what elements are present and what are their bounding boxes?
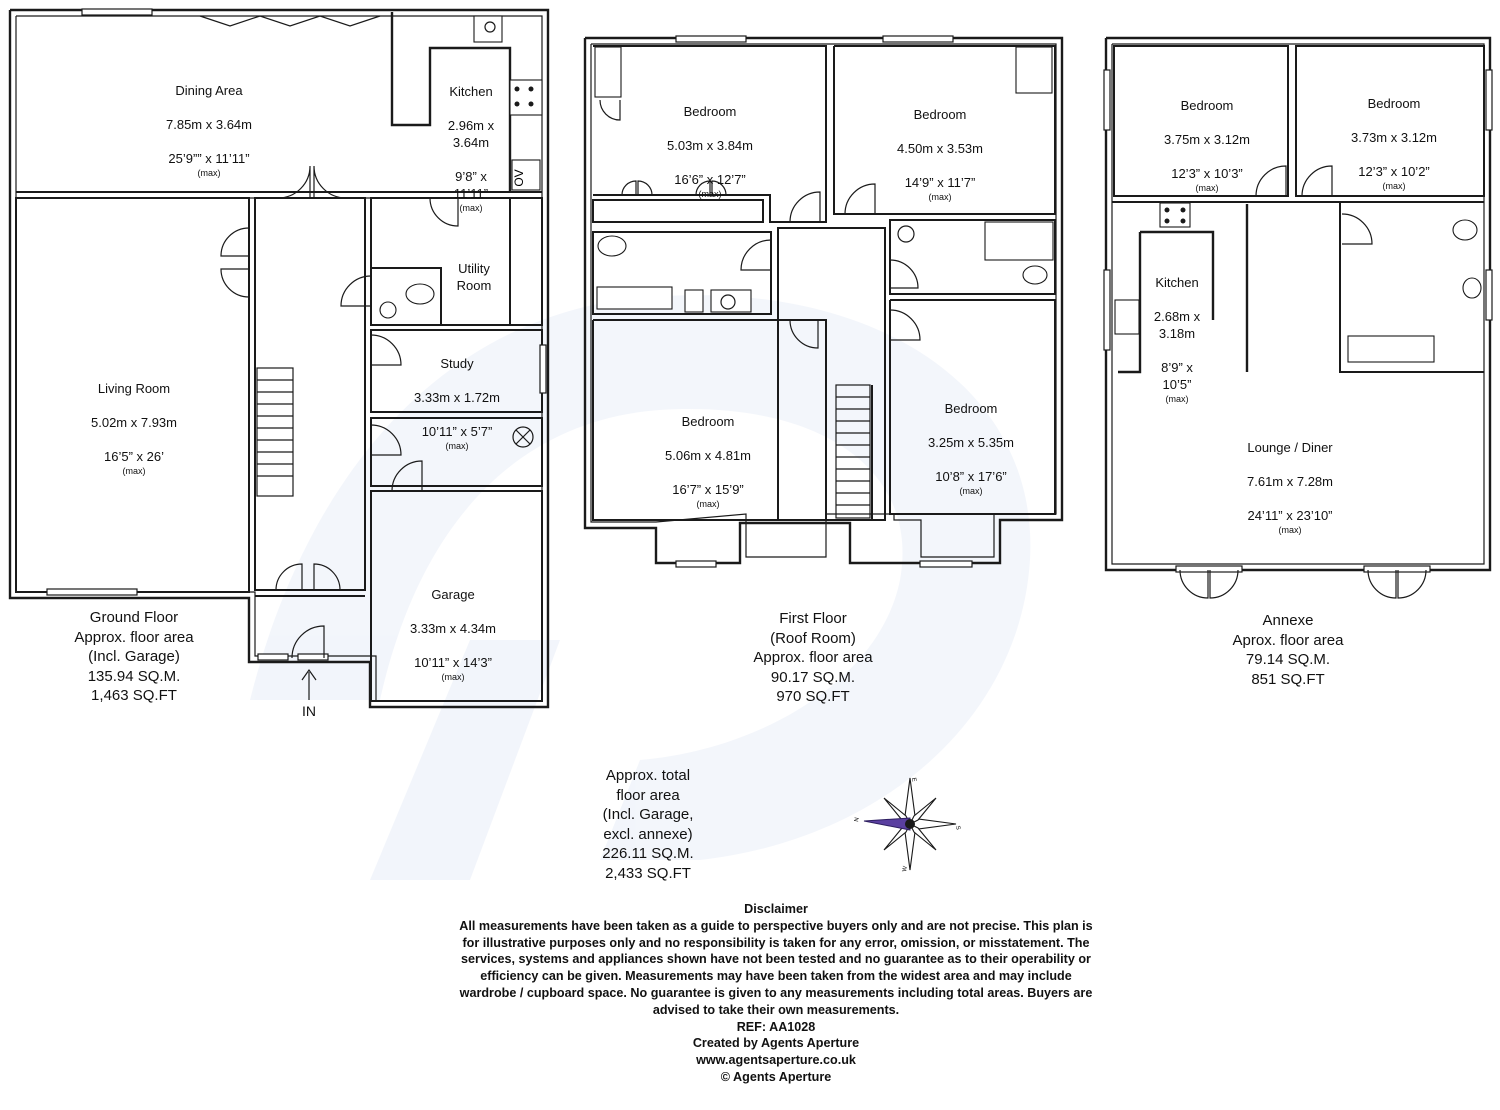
room-label-utility: Utility Room: [457, 243, 492, 294]
ground-stairs: [256, 367, 294, 497]
room-imperial: 25’9”” x 11’11”: [168, 151, 250, 166]
room-label-living: Living Room 5.02m x 7.93m 16’5” x 26’ (m…: [91, 363, 177, 494]
room-imperial: 16’6” x 12’7”: [674, 172, 746, 187]
room-metric: 5.02m x 7.93m: [91, 415, 177, 430]
first-floor-plan: [583, 35, 1064, 568]
room-label-kitchen: Kitchen 2.96m x 3.64m 9’8” x 11’11” (max…: [448, 66, 494, 231]
room-label-lounge-diner: Lounge / Diner 7.61m x 7.28m 24’11” x 23…: [1247, 422, 1333, 553]
room-max-note: (max): [197, 168, 221, 178]
room-max-note: (max): [959, 486, 983, 496]
room-label-study: Study 3.33m x 1.72m 10’11” x 5’7” (max): [414, 338, 500, 469]
room-metric: 4.50m x 3.53m: [897, 141, 983, 156]
room-imperial: 8’9” x 10’5”: [1161, 360, 1193, 392]
compass-n: N: [854, 817, 861, 822]
room-label-bedroom-4: Bedroom 3.25m x 5.35m 10’8” x 17’6” (max…: [928, 383, 1014, 514]
room-max-note: (max): [1278, 525, 1302, 535]
total-floor-area: Approx. total floor area (Incl. Garage, …: [602, 767, 694, 882]
room-max-note: (max): [122, 466, 146, 476]
creator-credit: Created by Agents Aperture: [692, 1036, 860, 1051]
room-metric: 5.03m x 3.84m: [667, 138, 753, 153]
room-max-note: (max): [1382, 181, 1406, 191]
room-metric: 7.61m x 7.28m: [1247, 474, 1333, 489]
room-max-note: (max): [698, 189, 722, 199]
compass-s: S: [954, 825, 961, 830]
room-name: Bedroom: [1367, 96, 1421, 111]
room-metric: 3.73m x 3.12m: [1351, 130, 1437, 145]
disclaimer-line: efficiency can be given. Measurements ma…: [480, 969, 1072, 984]
room-metric: 5.06m x 4.81m: [665, 448, 751, 463]
room-imperial: 10’11” x 5’7”: [421, 424, 493, 439]
room-max-note: (max): [696, 499, 720, 509]
room-metric: 3.75m x 3.12m: [1164, 132, 1250, 147]
room-imperial: 10’11” x 14’3”: [414, 655, 492, 670]
room-imperial: 10’8” x 17’6”: [935, 469, 1007, 484]
room-name: Garage: [431, 587, 475, 602]
room-metric: 3.33m x 4.34m: [410, 621, 496, 636]
room-max-note: (max): [1195, 183, 1219, 193]
room-name: Living Room: [97, 381, 171, 396]
disclaimer-line: for illustrative purposes only and no re…: [462, 935, 1090, 950]
disclaimer-title: Disclaimer: [744, 902, 808, 916]
oven-label: OV: [512, 169, 526, 186]
room-name: Study: [440, 356, 474, 371]
room-name: Bedroom: [1180, 98, 1234, 113]
disclaimer-block: Disclaimer All measurements have been ta…: [400, 901, 1152, 1086]
annexe-summary: Annexe Aprox. floor area 79.14 SQ.M. 851…: [1232, 612, 1344, 688]
annexe-plan: [1103, 36, 1493, 599]
room-imperial: 16’5” x 26’: [104, 449, 164, 464]
room-name: Bedroom: [681, 414, 735, 429]
room-imperial: 14’9” x 11’7”: [904, 175, 976, 190]
disclaimer-line: wardrobe / cupboard space. No guarantee …: [459, 985, 1093, 1000]
room-label-dining: Dining Area 7.85m x 3.64m 25’9”” x 11’11…: [166, 65, 252, 196]
room-label-annexe-bedroom-2: Bedroom 3.73m x 3.12m 12’3” x 10’2” (max…: [1351, 78, 1437, 209]
reference-number: REF: AA1028: [736, 1019, 816, 1034]
room-max-note: (max): [1165, 394, 1189, 404]
first-stairs: [835, 384, 886, 520]
compass-rose: N E S W: [854, 777, 961, 872]
room-metric: 2.68m x 3.18m: [1153, 309, 1201, 341]
room-imperial: 12’3” x 10’3”: [1171, 166, 1243, 181]
compass-w: W: [902, 865, 909, 872]
room-metric: 2.96m x 3.64m: [447, 118, 495, 150]
room-imperial: 16’7” x 15’9”: [672, 482, 744, 497]
compass-e: E: [910, 777, 917, 782]
room-label-bedroom-2: Bedroom 4.50m x 3.53m 14’9” x 11’7” (max…: [897, 89, 983, 220]
room-imperial: 9’8” x 11’11”: [453, 169, 489, 201]
room-imperial: 24’11” x 23’10”: [1247, 508, 1333, 523]
ground-floor-summary: Ground Floor Approx. floor area (Incl. G…: [74, 609, 194, 704]
first-floor-summary: First Floor (Roof Room) Approx. floor ar…: [753, 610, 873, 705]
disclaimer-line: advised to take their own measurements.: [652, 1002, 900, 1017]
room-name: Dining Area: [175, 83, 243, 98]
room-max-note: (max): [441, 672, 465, 682]
room-name: Lounge / Diner: [1247, 440, 1333, 455]
room-name: Kitchen: [449, 84, 493, 99]
room-label-bedroom-1: Bedroom 5.03m x 3.84m 16’6” x 12’7” (max…: [667, 86, 753, 217]
room-name: Kitchen: [1155, 275, 1199, 290]
room-label-bedroom-3: Bedroom 5.06m x 4.81m 16’7” x 15’9” (max…: [665, 396, 751, 527]
room-metric: 3.25m x 5.35m: [928, 435, 1014, 450]
room-max-note: (max): [459, 203, 483, 213]
room-metric: 3.33m x 1.72m: [414, 390, 500, 405]
website-link[interactable]: www.agentsaperture.co.uk: [696, 1053, 856, 1068]
room-name: Bedroom: [683, 104, 737, 119]
room-name: Bedroom: [913, 107, 967, 122]
ground-floor-plan: [8, 8, 550, 709]
room-max-note: (max): [445, 441, 469, 451]
room-max-note: (max): [928, 192, 952, 202]
disclaimer-line: services, systems and appliances shown h…: [461, 952, 1091, 967]
room-label-annexe-bedroom-1: Bedroom 3.75m x 3.12m 12’3” x 10’3” (max…: [1164, 80, 1250, 211]
disclaimer-line: All measurements have been taken as a gu…: [459, 918, 1093, 933]
copyright-notice: © Agents Aperture: [720, 1069, 832, 1084]
room-name: Utility Room: [456, 261, 492, 293]
room-label-annexe-kitchen: Kitchen 2.68m x 3.18m 8’9” x 10’5” (max): [1154, 257, 1200, 422]
entrance-label: IN: [302, 703, 316, 719]
room-imperial: 12’3” x 10’2”: [1358, 164, 1430, 179]
room-metric: 7.85m x 3.64m: [166, 117, 252, 132]
room-name: Bedroom: [944, 401, 998, 416]
room-label-garage: Garage 3.33m x 4.34m 10’11” x 14’3” (max…: [410, 569, 496, 700]
